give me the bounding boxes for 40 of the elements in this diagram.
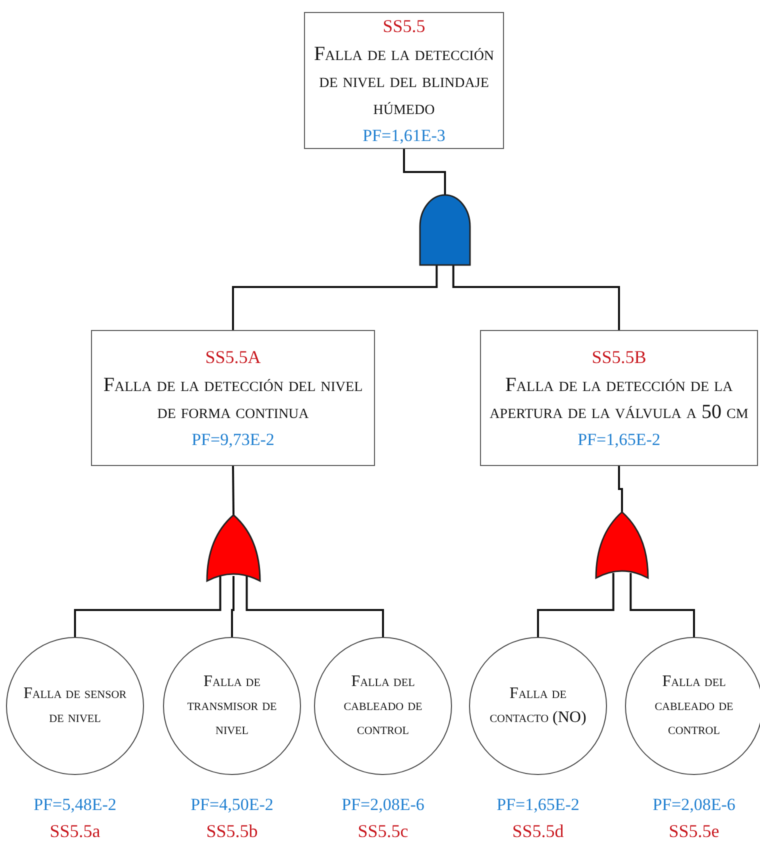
- event-code: SS5.5e: [668, 821, 720, 842]
- event-code: SS5.5b: [205, 821, 259, 842]
- event-title: Falla de la detección del nivel de forma continua: [102, 372, 364, 424]
- event-title: Falla de sensor de nivel: [22, 684, 128, 728]
- event-title: Falla del cableado de control: [654, 672, 734, 740]
- event-code: SS5.5A: [205, 346, 261, 368]
- probability-value: PF=1,65E-2: [578, 430, 660, 450]
- probability-value: PF=4,50E-2: [190, 795, 274, 815]
- event-box: [304, 12, 504, 149]
- event-code: SS5.5d: [511, 821, 565, 842]
- and-gate-symbol: [420, 195, 470, 265]
- event-title: Falla de la detección de nivel del blindaje húmedo: [312, 42, 496, 120]
- probability-value: PF=2,08E-6: [652, 795, 736, 815]
- connector-line: [246, 576, 384, 637]
- event-title: Falla del cableado de control: [342, 672, 424, 740]
- or-gate-symbol: [207, 515, 260, 581]
- connector-line: [452, 265, 620, 330]
- connector-line: [74, 576, 222, 637]
- probability-value: PF=5,48E-2: [32, 795, 118, 815]
- event-code: SS5.5c: [356, 821, 410, 842]
- event-title: Falla de la detección de la apertura de la válvula a 50 cm: [488, 372, 750, 424]
- event-box: [91, 330, 375, 466]
- probability-value: PF=1,65E-2: [496, 795, 580, 815]
- connector-line: [232, 265, 438, 330]
- connector-line: [537, 573, 614, 637]
- probability-value: PF=9,73E-2: [192, 430, 274, 450]
- event-title: Falla de transmisor de nivel: [186, 672, 278, 740]
- or-gate-symbol: [596, 512, 648, 578]
- connector-line: [232, 466, 234, 516]
- connector-line: [231, 576, 234, 637]
- connector-line: [618, 466, 623, 512]
- event-title: Falla de contacto (NO): [488, 684, 588, 728]
- probability-value: PF=2,08E-6: [340, 795, 426, 815]
- event-code: SS5.5a: [48, 821, 102, 842]
- event-box: [480, 330, 758, 466]
- event-code: SS5.5B: [592, 346, 646, 368]
- probability-value: PF=1,61E-3: [362, 126, 446, 146]
- event-code: SS5.5: [382, 16, 426, 36]
- connector-line: [403, 149, 446, 195]
- connector-line: [630, 573, 695, 637]
